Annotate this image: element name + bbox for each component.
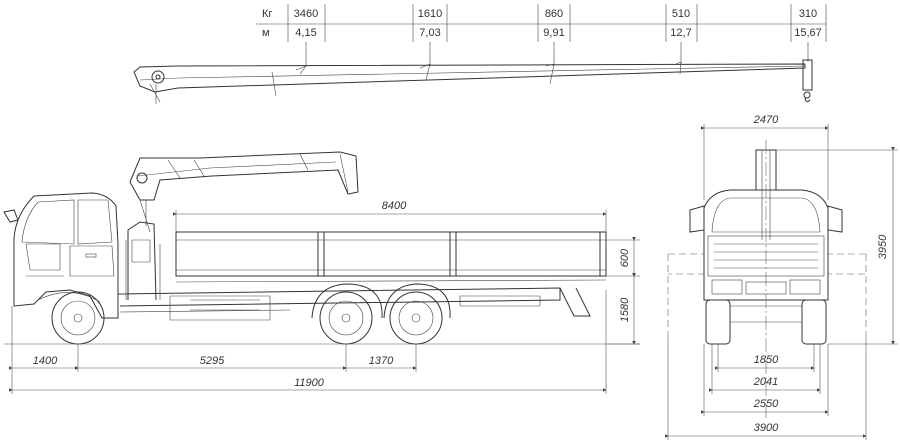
reach-value: 12,7 (670, 27, 691, 39)
load-capacity-table: Кг м 3460 4,15 1610 7,03 860 9,91 510 12… (256, 4, 827, 42)
table-column-5: 310 15,67 (790, 4, 827, 42)
extended-boom (133, 42, 813, 104)
front-left-wheel (705, 299, 731, 345)
outrigger-span-dimension: 3900 (754, 422, 779, 434)
reach-value: 4,15 (295, 27, 316, 39)
rear-track-dimension: 2041 (753, 376, 778, 388)
front-overhang-dimension: 1400 (33, 355, 58, 367)
truck-side-view (3, 151, 607, 345)
side-view-dimensions: 8400 600 1580 1400 5295 1370 11900 (4, 200, 640, 394)
mass-value: 860 (545, 8, 563, 20)
platform-height-dimension: 1580 (619, 297, 631, 322)
front-track-dimension: 1850 (754, 354, 779, 366)
truck-front-view (667, 140, 867, 420)
mass-value: 1610 (418, 8, 442, 20)
reach-value: 15,67 (794, 27, 822, 39)
folded-crane (125, 151, 359, 301)
table-column-2: 1610 7,03 (412, 4, 448, 42)
front-wheel (51, 291, 105, 345)
front-view-dimensions: 2470 3950 1850 2041 2550 3900 (665, 114, 898, 440)
crane-width-dimension: 2470 (753, 114, 779, 126)
tandem-spacing-dimension: 1370 (369, 355, 394, 367)
mass-value: 510 (672, 8, 690, 20)
rear-wheel-1 (319, 291, 373, 345)
mass-value: 310 (799, 8, 817, 20)
board-height-dimension: 600 (619, 248, 631, 267)
table-column-1: 3460 4,15 (287, 4, 326, 42)
front-right-wheel (801, 299, 827, 345)
overall-height-dimension: 3950 (877, 234, 889, 259)
cargo-body (175, 231, 607, 317)
mass-value: 3460 (294, 8, 318, 20)
wheelbase-dimension: 5295 (200, 355, 225, 367)
overall-width-dimension: 2550 (753, 398, 779, 410)
body-length-dimension: 8400 (382, 200, 407, 212)
table-column-3: 860 9,91 (537, 4, 571, 42)
table-column-4: 510 12,7 (665, 4, 698, 42)
mass-unit-label: Кг (262, 8, 272, 20)
reach-value: 7,03 (419, 27, 440, 39)
reach-unit-label: м (262, 27, 270, 39)
reach-value: 9,91 (543, 27, 564, 39)
rear-wheel-2 (389, 291, 443, 345)
overall-length-dimension: 11900 (294, 377, 325, 389)
